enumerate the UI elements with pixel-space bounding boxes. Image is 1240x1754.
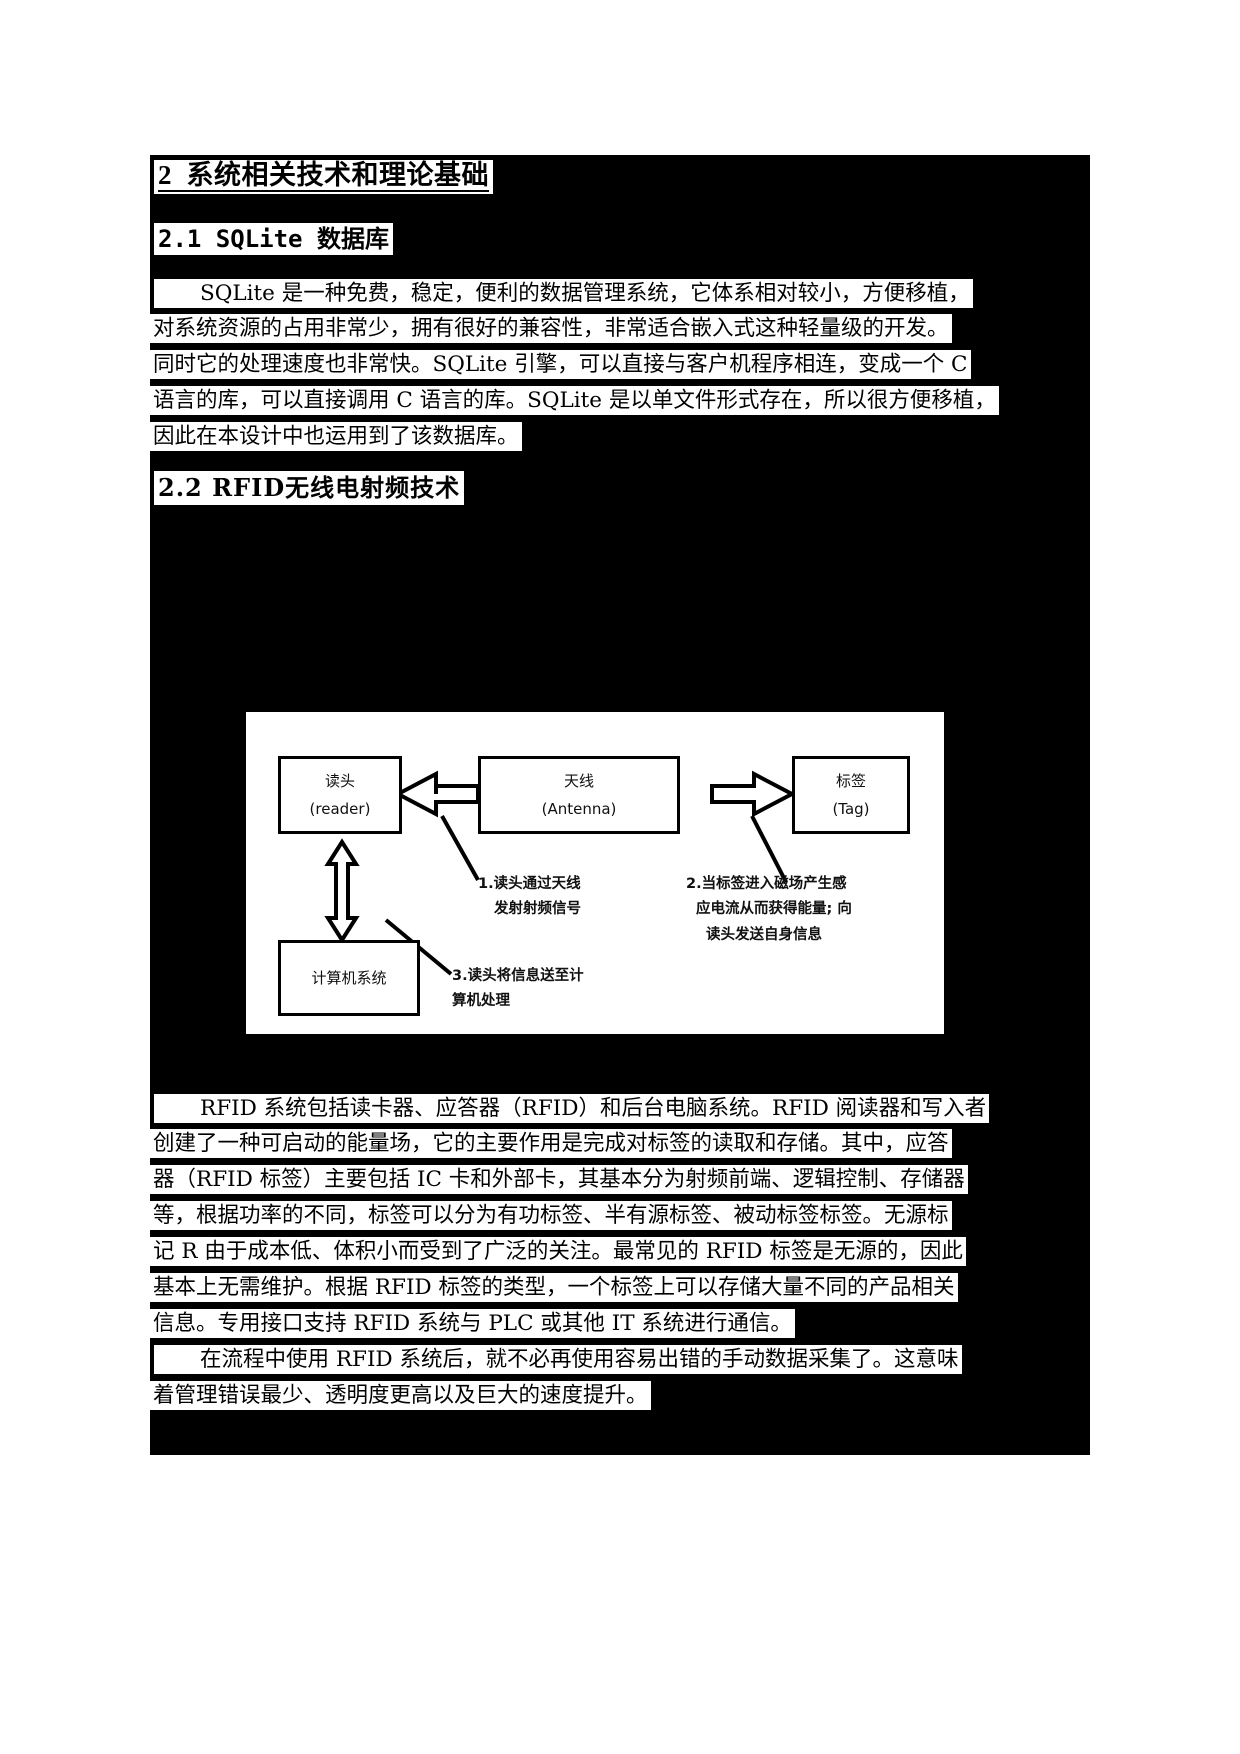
chapter-heading-text: 2 系统相关技术和理论基础 [158, 160, 489, 192]
paragraph-line: SQLite 是一种免费，稳定，便利的数据管理系统，它体系相对较小，方便移植， [154, 279, 973, 308]
paragraph-line: 信息。专用接口支持 RFID 系统与 PLC 或其他 IT 系统进行通信。 [150, 1309, 795, 1338]
paragraph-line: 语言的库，可以直接调用 C 语言的库。SQLite 是以单文件形式存在，所以很方… [150, 386, 999, 415]
paragraph-line: RFID 系统包括读卡器、应答器（RFID）和后台电脑系统。RFID 阅读器和写… [154, 1094, 990, 1123]
diagram-note-3: 3.读头将信息送至计 算机处理 [452, 964, 584, 1015]
paragraph-line: 创建了一种可启动的能量场，它的主要作用是完成对标签的读取和存储。其中，应答 [150, 1129, 952, 1158]
section-heading-2-2: 2.2 RFID无线电射频技术 [154, 471, 465, 505]
diagram-box-computer-system: 计算机系统 [278, 940, 420, 1016]
arrow-antenna-to-tag [710, 770, 797, 818]
diagram-note-2-line-3: 读头发送自身信息 [706, 926, 822, 943]
diagram-note-1-line-1: 1.读头通过天线 [478, 876, 581, 892]
paragraph-line: 对系统资源的占用非常少，拥有很好的兼容性，非常适合嵌入式这种轻量级的开发。 [150, 314, 952, 343]
diagram-box-computer-system-title: 计算机系统 [311, 968, 387, 987]
diagram-note-2-line-1: 2.当标签进入磁场产生感 [686, 876, 847, 892]
section-heading-2-1: 2.1 SQLite 数据库 [154, 223, 393, 255]
diagram-box-antenna-title: 天线 [563, 771, 594, 790]
diagram-box-tag-subtitle: (Tag) [832, 800, 870, 818]
diagram-box-reader: 读头 (reader) [278, 756, 402, 834]
diagram-box-tag: 标签 (Tag) [792, 756, 910, 834]
diagram-arrows-and-leaders [324, 770, 797, 976]
diagram-note-2-line-2: 应电流从而获得能量; 向 [696, 901, 852, 918]
leader-line-note-1 [440, 815, 480, 881]
arrow-reader-computer-bidirectional [324, 838, 360, 944]
diagram-box-tag-title: 标签 [835, 771, 866, 790]
leader-line-note-2 [750, 815, 788, 883]
diagram-note-1: 1.读头通过天线 发射射频信号 [478, 872, 581, 923]
diagram-note-1-line-2: 发射射频信号 [494, 901, 581, 918]
paragraph-line: 着管理错误最少、透明度更高以及巨大的速度提升。 [150, 1381, 651, 1410]
paragraph-line: 记 R 由于成本低、体积小而受到了广泛的关注。最常见的 RFID 标签是无源的，… [150, 1237, 966, 1266]
rfid-system-diagram: 读头 (reader) 天线 (Antenna) 标签 (Tag) 计算机系统 … [246, 712, 944, 1034]
diagram-note-2: 2.当标签进入磁场产生感 应电流从而获得能量; 向 读头发送自身信息 [686, 872, 852, 948]
diagram-box-reader-subtitle: (reader) [309, 800, 371, 818]
paragraph-line: 基本上无需维护。根据 RFID 标签的类型，一个标签上可以存储大量不同的产品相关 [150, 1273, 958, 1302]
diagram-note-3-line-1: 3.读头将信息送至计 [452, 968, 584, 984]
diagram-note-3-line-2: 算机处理 [452, 993, 510, 1010]
paragraph-line: 因此在本设计中也运用到了该数据库。 [150, 422, 522, 451]
paragraph-line: 同时它的处理速度也非常快。SQLite 引擎，可以直接与客户机程序相连，变成一个… [150, 350, 971, 379]
paragraph-line: 在流程中使用 RFID 系统后，就不必再使用容易出错的手动数据采集了。这意味 [154, 1345, 962, 1374]
paragraph-line: 器（RFID 标签）主要包括 IC 卡和外部卡，其基本分为射频前端、逻辑控制、存… [150, 1165, 968, 1194]
diagram-box-reader-title: 读头 [324, 771, 355, 790]
diagram-box-antenna: 天线 (Antenna) [478, 756, 680, 834]
arrow-antenna-to-reader [393, 770, 480, 818]
paragraph-line: 等，根据功率的不同，标签可以分为有功标签、半有源标签、被动标签标签。无源标 [150, 1201, 952, 1230]
chapter-heading: 2 系统相关技术和理论基础 [154, 160, 493, 194]
diagram-box-antenna-subtitle: (Antenna) [541, 800, 617, 818]
